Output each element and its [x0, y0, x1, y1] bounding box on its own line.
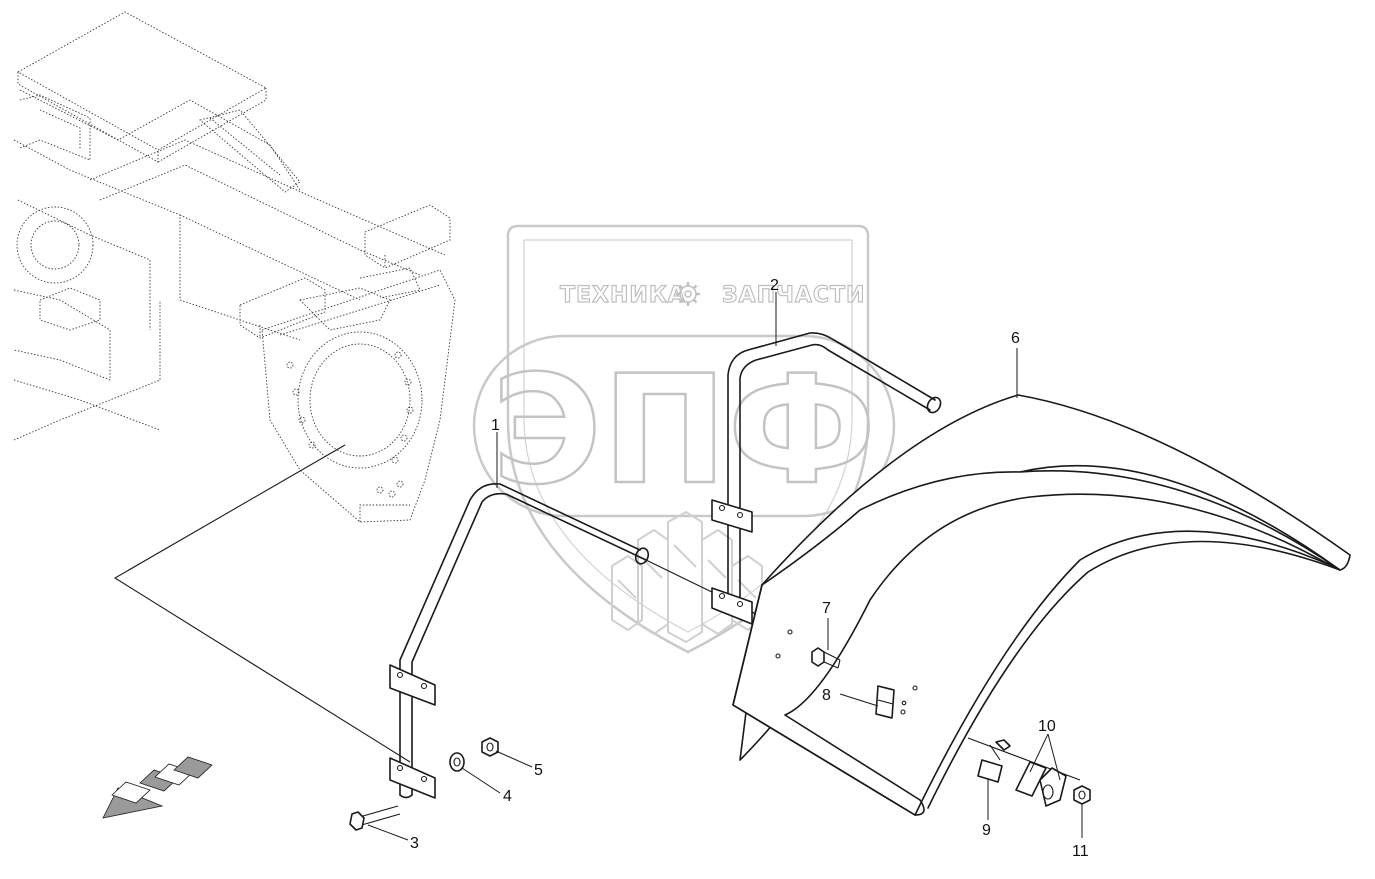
- arrow-left-down-icon: [102, 756, 213, 819]
- tractor-frame: [13, 11, 456, 523]
- leader-10a: [1029, 733, 1049, 773]
- callout-4: 4: [503, 788, 512, 805]
- leader-5: [495, 750, 533, 768]
- part-10-clamp-assembly: [1015, 761, 1067, 807]
- callout-1: 1: [491, 417, 500, 434]
- callout-10: 10: [1038, 718, 1056, 735]
- leader-10b: [1047, 733, 1061, 781]
- watermark: ТЕХНИКА ЗАПЧАСТИ ЭПФ: [472, 224, 896, 654]
- callout-9: 9: [982, 822, 991, 839]
- part-1-bracket: [389, 483, 650, 799]
- gear-icon: [676, 282, 700, 306]
- watermark-sheaf: [611, 510, 763, 644]
- callouts: 1 2 3 4 5 6 7 8 9 10 11: [367, 277, 1089, 860]
- part-6-fender: [732, 394, 1351, 816]
- watermark-text-right: ЗАПЧАСТИ: [722, 283, 865, 308]
- callout-6: 6: [1011, 330, 1020, 347]
- part-2-bracket: [711, 332, 942, 625]
- leader-4: [461, 767, 501, 794]
- part-8-clamp: [875, 685, 907, 719]
- part-5-nut: [481, 737, 499, 757]
- callout-8: 8: [822, 687, 831, 704]
- callout-2: 2: [770, 277, 779, 294]
- callout-7: 7: [822, 600, 831, 617]
- watermark-big-text: ЭПФ: [492, 344, 876, 518]
- part-3-bolt: [349, 805, 401, 831]
- leader-8: [839, 693, 879, 707]
- part-4-washer: [449, 752, 465, 772]
- leader-3: [367, 824, 409, 841]
- part-11-nut: [1073, 785, 1091, 805]
- callout-3: 3: [410, 835, 419, 852]
- watermark-shield: [506, 224, 870, 654]
- part-7-bolt: [811, 647, 841, 669]
- callout-5: 5: [534, 762, 543, 779]
- callout-11: 11: [1072, 843, 1089, 860]
- reference-line: [113, 444, 411, 763]
- watermark-band: [472, 334, 896, 518]
- watermark-text-left: ТЕХНИКА: [560, 283, 686, 308]
